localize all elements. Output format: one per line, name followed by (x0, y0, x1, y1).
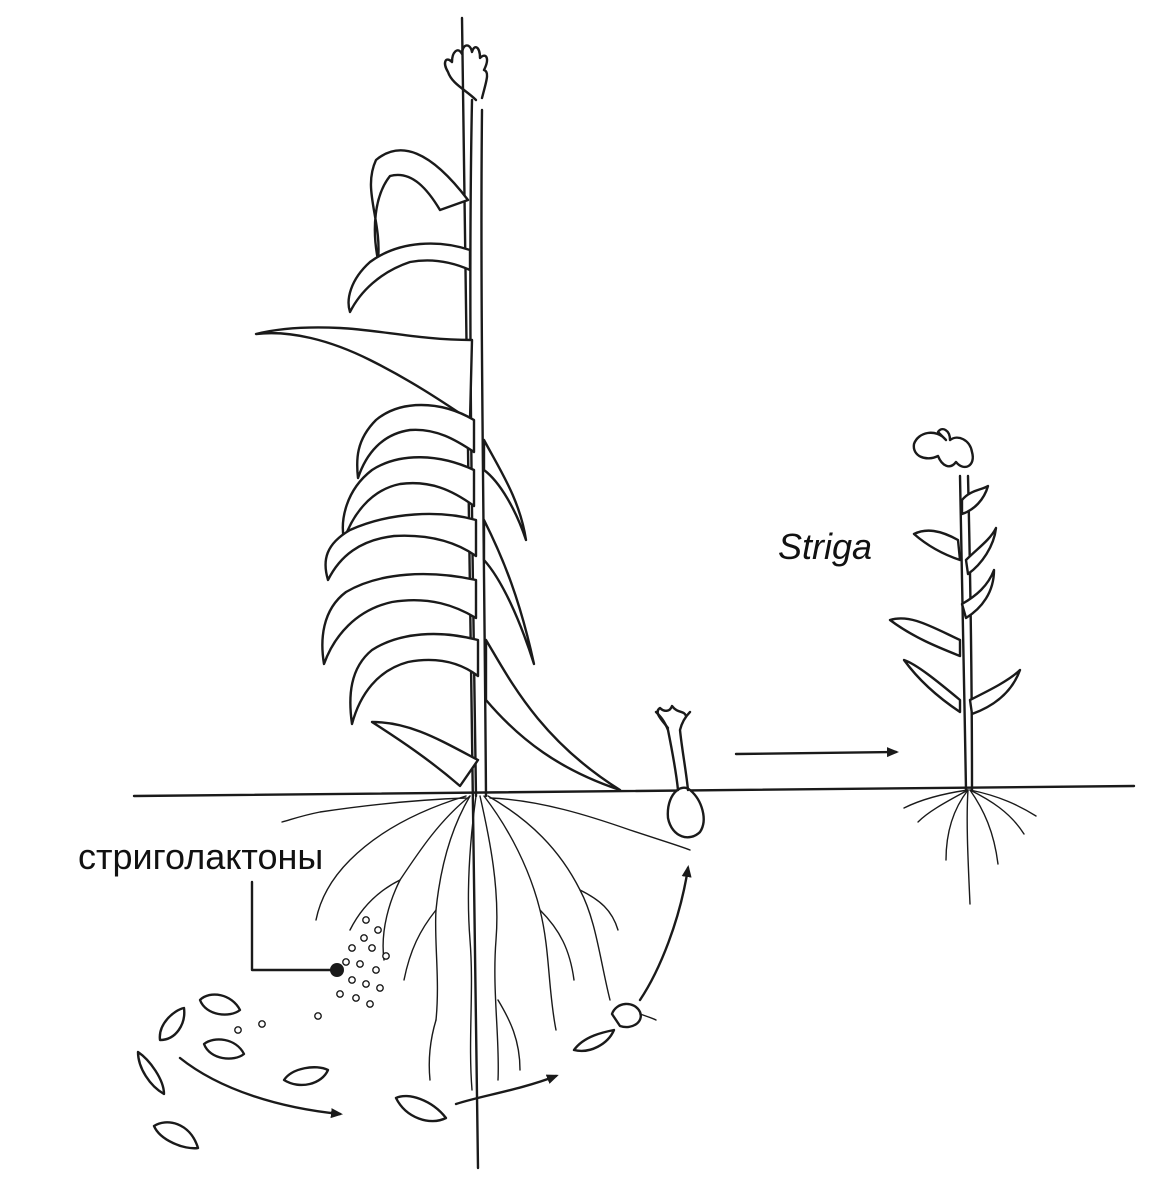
strigolactone-callout-dot (330, 963, 344, 977)
host-leaf (482, 518, 536, 666)
host-panicle (443, 44, 489, 102)
host-leaf (324, 512, 478, 582)
haustorium-stage (610, 1002, 657, 1029)
host-leaf (369, 149, 470, 262)
striga-seeds (136, 993, 616, 1150)
striga-flower (912, 428, 974, 469)
strigolactones-label: стриголактоны (78, 836, 324, 877)
host-leaf (349, 632, 480, 726)
arrow-seeds-to-germination (178, 1056, 343, 1119)
striga-label: Striga (778, 526, 873, 567)
host-leaf (321, 572, 478, 666)
host-leaf (347, 242, 472, 314)
host-plant (254, 16, 691, 1170)
emerging-shoot (654, 704, 705, 839)
host-leaf (355, 403, 476, 480)
arrow-attachment-to-shoot (638, 865, 692, 1002)
ground-line (132, 784, 1136, 798)
host-leaf (482, 438, 528, 542)
host-leaf (370, 720, 480, 788)
strigolactone-callout-line (250, 880, 338, 972)
host-leaf (484, 638, 622, 792)
strigolactone-particles (234, 916, 390, 1034)
arrow-shoot-to-flowering (734, 747, 899, 758)
host-leaf (254, 326, 474, 422)
arrow-germination-to-attachment (454, 1074, 559, 1106)
host-roots (281, 795, 691, 1091)
striga-plant (888, 428, 1037, 905)
striga-roots (903, 789, 1037, 905)
